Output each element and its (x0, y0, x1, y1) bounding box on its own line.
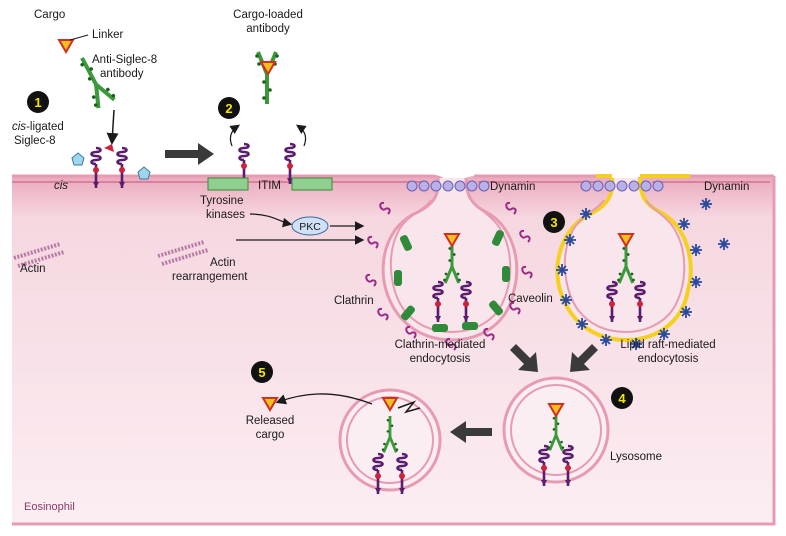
svg-text:3: 3 (550, 215, 557, 230)
siglec8-label: Siglec-8 (14, 135, 56, 147)
svg-text:2: 2 (225, 101, 232, 116)
cis-ligated-siglec8 (71, 144, 151, 190)
clathrin-mediated-label-line2: endocytosis (410, 353, 471, 365)
dynamin-beads-right (580, 180, 664, 192)
cargo-loaded-label-line1: Cargo-loaded (233, 9, 303, 21)
eosinophil-label: Eosinophil (24, 501, 75, 513)
released-label-line1: Released (246, 415, 295, 427)
arrow-to-release (450, 421, 492, 443)
lysosome (502, 376, 610, 488)
cargo-label: Cargo (34, 9, 65, 21)
dynamin-label-right: Dynamin (704, 181, 749, 193)
linker-label: Linker (92, 29, 123, 41)
svg-text:5: 5 (258, 365, 265, 380)
actin-label: Actin (20, 263, 46, 275)
antibody-label-line1: Anti-Siglec-8 (92, 54, 157, 66)
binding-arrow (106, 109, 119, 145)
lipid-raft-label-line1: Lipid raft-mediated (620, 339, 715, 351)
tyrosine-label-line1: Tyrosine (200, 195, 243, 207)
lysosome-label: Lysosome (610, 451, 662, 463)
itim-label: ITIM (258, 180, 281, 192)
actin-rearrangement-label-line1: Actin (210, 257, 236, 269)
step-3-badge: 3 (543, 211, 565, 233)
cargo-loaded-label-line2: antibody (246, 23, 290, 35)
tyrosine-label-line2: kinases (206, 209, 245, 221)
lipid-raft-pit (555, 174, 731, 351)
release-vesicle (275, 388, 442, 496)
cargo-triangle-step1 (58, 39, 74, 53)
antibody-label-line2: antibody (100, 68, 144, 80)
step-arrow-1-2 (165, 143, 214, 165)
caveolin-label: Caveolin (508, 293, 553, 305)
svg-text:4: 4 (618, 391, 626, 406)
cis-label: cis (54, 180, 68, 192)
released-label-line2: cargo (256, 429, 285, 441)
dynamin-label-left: Dynamin (490, 181, 535, 193)
actin-rearrangement-label-line2: rearrangement (172, 271, 248, 283)
svg-text:1: 1 (34, 95, 41, 110)
cis-ligated-label: cis-ligated (12, 121, 64, 133)
arrow-raft-to-lysosome (570, 344, 598, 372)
lipid-raft-label-line2: endocytosis (638, 353, 699, 365)
clathrin-mediated-label-line1: Clathrin-mediated (395, 339, 486, 351)
clathrin-label: Clathrin (334, 295, 374, 307)
dynamin-beads-left (406, 180, 490, 192)
step-4-badge: 4 (611, 387, 633, 409)
step-1-badge: 1 (27, 91, 49, 113)
arrow-clathrin-to-lysosome (510, 344, 538, 372)
tyrosine-to-pkc-arrow (249, 213, 293, 228)
clathrin-coated-pit (365, 177, 533, 351)
siglec8-bound (229, 50, 307, 186)
itim-box (207, 177, 333, 191)
step-2-badge: 2 (218, 97, 240, 119)
pkc-label: PKC (299, 221, 321, 233)
step-5-badge: 5 (251, 361, 273, 383)
